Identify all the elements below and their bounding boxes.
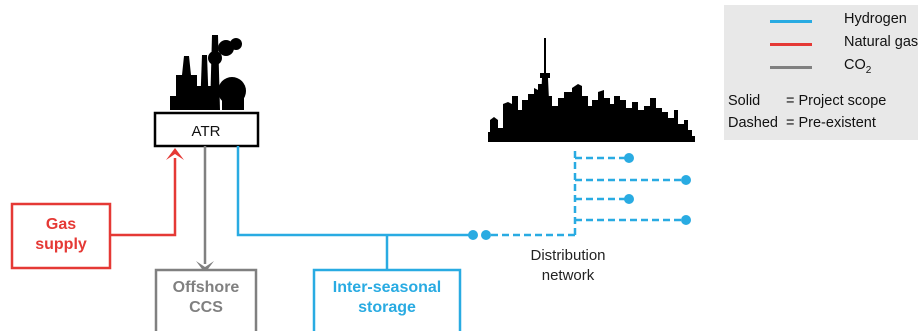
network-endpoint-dot xyxy=(681,175,691,185)
offshore-ccs-label: Offshore CCS xyxy=(156,278,256,318)
legend-label-hydrogen: Hydrogen xyxy=(844,11,907,27)
hydrogen-connection-dot xyxy=(468,230,478,240)
legend-label-co2-subscript: 2 xyxy=(865,64,872,76)
offshore-ccs-label-line2: CCS xyxy=(189,299,223,316)
factory-icon xyxy=(170,35,246,110)
natural-gas-line xyxy=(110,158,177,237)
legend-label-co2: CO2 xyxy=(844,57,871,76)
legend-note-solid: Solid = Project scope xyxy=(728,93,886,109)
legend-solid-value: = Project scope xyxy=(786,93,887,109)
offshore-ccs-label-line1: Offshore xyxy=(172,279,240,296)
legend-item-natural-gas: Natural gas xyxy=(724,33,918,55)
legend-item-hydrogen: Hydrogen xyxy=(724,10,918,32)
network-endpoint-dot xyxy=(681,215,691,225)
legend-label-natural-gas: Natural gas xyxy=(844,34,918,50)
distribution-network-lines xyxy=(491,148,686,237)
distribution-network-label: Distribution network xyxy=(518,246,618,286)
distribution-label-line2: network xyxy=(541,267,595,284)
legend-dashed-value: = Pre-existent xyxy=(786,115,876,131)
atr-box xyxy=(153,111,260,148)
legend-swatch-hydrogen xyxy=(770,20,812,23)
hydrogen-line xyxy=(236,146,475,237)
legend-solid-key: Solid xyxy=(728,93,761,109)
storage-label-line1: Inter-seasonal xyxy=(332,279,442,296)
gas-supply-label-line1: Gas xyxy=(45,216,77,233)
offshore-ccs-box xyxy=(154,268,258,331)
distribution-label-line1: Distribution xyxy=(530,247,606,264)
storage-box xyxy=(312,268,462,331)
gas-supply-label: Gas supply xyxy=(12,215,110,255)
legend-swatch-co2 xyxy=(770,66,812,69)
legend-dashed-key: Dashed xyxy=(728,115,778,131)
legend-item-co2: CO2 xyxy=(724,56,918,78)
storage-label-line2: storage xyxy=(358,299,416,316)
hydrogen-connection-dot xyxy=(481,230,491,240)
legend-note-dashed: Dashed = Pre-existent xyxy=(728,115,876,131)
atr-label: ATR xyxy=(191,123,221,140)
gas-supply-label-line2: supply xyxy=(35,236,87,253)
storage-label: Inter-seasonal storage xyxy=(314,278,460,318)
network-endpoint-dot xyxy=(624,153,634,163)
legend-swatch-natural-gas xyxy=(770,43,812,46)
network-endpoint-dot xyxy=(624,194,634,204)
legend: Hydrogen Natural gas CO2 Solid = Project … xyxy=(724,5,918,140)
co2-arrow-icon xyxy=(196,261,214,273)
city-skyline-icon xyxy=(488,38,695,142)
gas-supply-box xyxy=(10,202,112,270)
natural-gas-arrow-icon xyxy=(166,148,184,160)
legend-label-co2-text: CO xyxy=(844,57,866,73)
